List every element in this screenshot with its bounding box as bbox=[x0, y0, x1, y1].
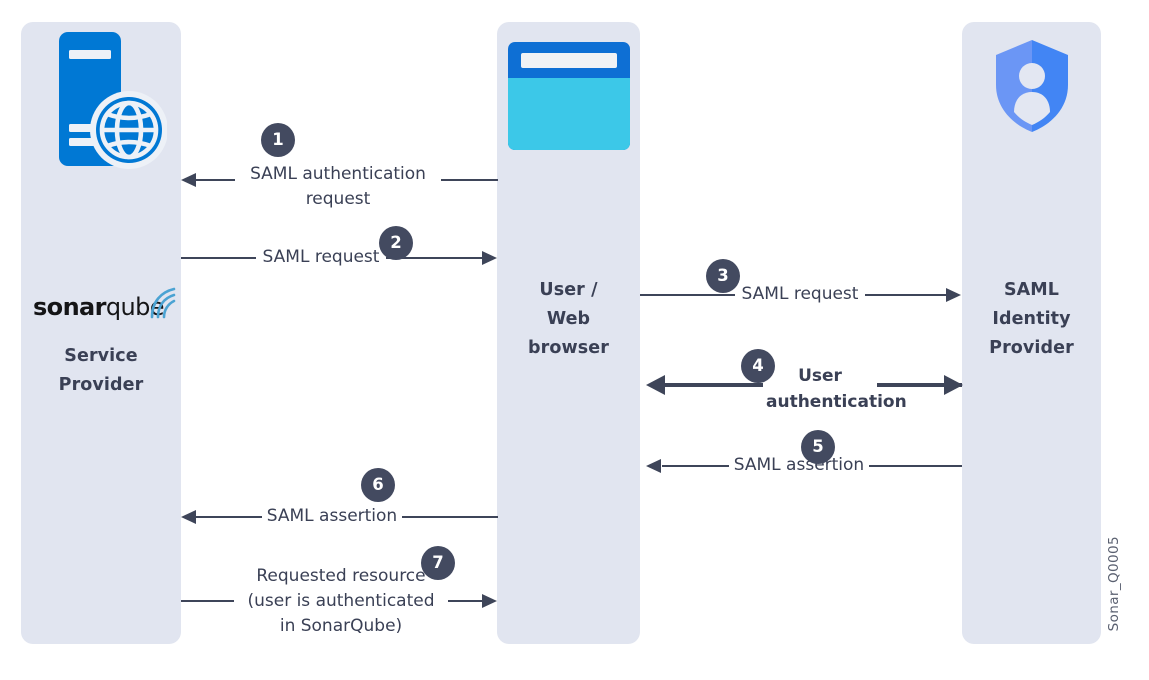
sonarqube-logo: sonarqube bbox=[21, 286, 181, 332]
step-4-arrowhead-left bbox=[646, 375, 665, 395]
step-4-arrowhead-right bbox=[944, 375, 963, 395]
actor-label-user-web-browser: User / Web browser bbox=[497, 276, 640, 363]
step-6-label: SAML assertion bbox=[262, 504, 402, 529]
step-4-label-line: User bbox=[798, 366, 842, 386]
step-1-arrowhead-left bbox=[181, 173, 196, 187]
step-7-label-line: in SonarQube) bbox=[279, 616, 403, 636]
step-5-arrowhead-left bbox=[646, 459, 661, 473]
sonarqube-wordmark-bold: sonar bbox=[33, 293, 107, 321]
step-3-label: SAML request bbox=[735, 282, 865, 307]
step-4-connector-left bbox=[665, 383, 780, 388]
actor-label-saml-identity-provider: SAML Identity Provider bbox=[962, 276, 1101, 363]
server-globe-icon bbox=[55, 30, 168, 176]
step-5-badge: 5 bbox=[801, 430, 835, 464]
actor-label-line: Identity bbox=[992, 309, 1071, 329]
step-1-badge: 1 bbox=[261, 123, 295, 157]
actor-label-line: Service bbox=[64, 346, 138, 366]
sonarqube-wave-mark bbox=[150, 287, 176, 319]
step-4-label-line: authentication bbox=[766, 392, 907, 412]
actor-label-line: Web bbox=[546, 309, 591, 329]
step-6-badge: 6 bbox=[361, 468, 395, 502]
step-7-badge: 7 bbox=[421, 546, 455, 580]
step-3-arrowhead-right bbox=[946, 288, 961, 302]
step-2-label: SAML request bbox=[256, 245, 386, 270]
step-4-label: User authentication bbox=[763, 363, 907, 415]
shield-person-icon bbox=[992, 38, 1072, 138]
actor-label-line: SAML bbox=[1003, 280, 1060, 300]
step-4-connector-right bbox=[870, 383, 962, 388]
step-1-label: SAML authentication request bbox=[235, 162, 441, 212]
web-browser-window-icon bbox=[508, 42, 630, 154]
step-6-arrowhead-left bbox=[181, 510, 196, 524]
step-1-label-line: request bbox=[305, 189, 371, 209]
step-2-arrowhead-right bbox=[482, 251, 497, 265]
actor-label-line: User / bbox=[539, 280, 598, 300]
step-2-badge: 2 bbox=[379, 226, 413, 260]
step-7-label-line: Requested resource bbox=[256, 566, 426, 586]
step-7-label-line: (user is authenticated bbox=[247, 591, 435, 611]
actor-label-line: browser bbox=[528, 338, 609, 358]
step-5-label: SAML assertion bbox=[729, 453, 869, 478]
step-4-badge: 4 bbox=[741, 349, 775, 383]
actor-label-service-provider: Service Provider bbox=[21, 342, 181, 400]
step-3-badge: 3 bbox=[706, 259, 740, 293]
diagram-watermark: Sonar_Q0005 bbox=[1106, 536, 1122, 632]
step-7-arrowhead-right bbox=[482, 594, 497, 608]
step-1-label-line: SAML authentication bbox=[250, 164, 426, 184]
step-7-label: Requested resource (user is authenticate… bbox=[234, 564, 448, 639]
actor-label-line: Provider bbox=[58, 375, 144, 395]
actor-label-line: Provider bbox=[989, 338, 1074, 358]
sonarqube-wordmark: sonarqube bbox=[33, 293, 165, 321]
